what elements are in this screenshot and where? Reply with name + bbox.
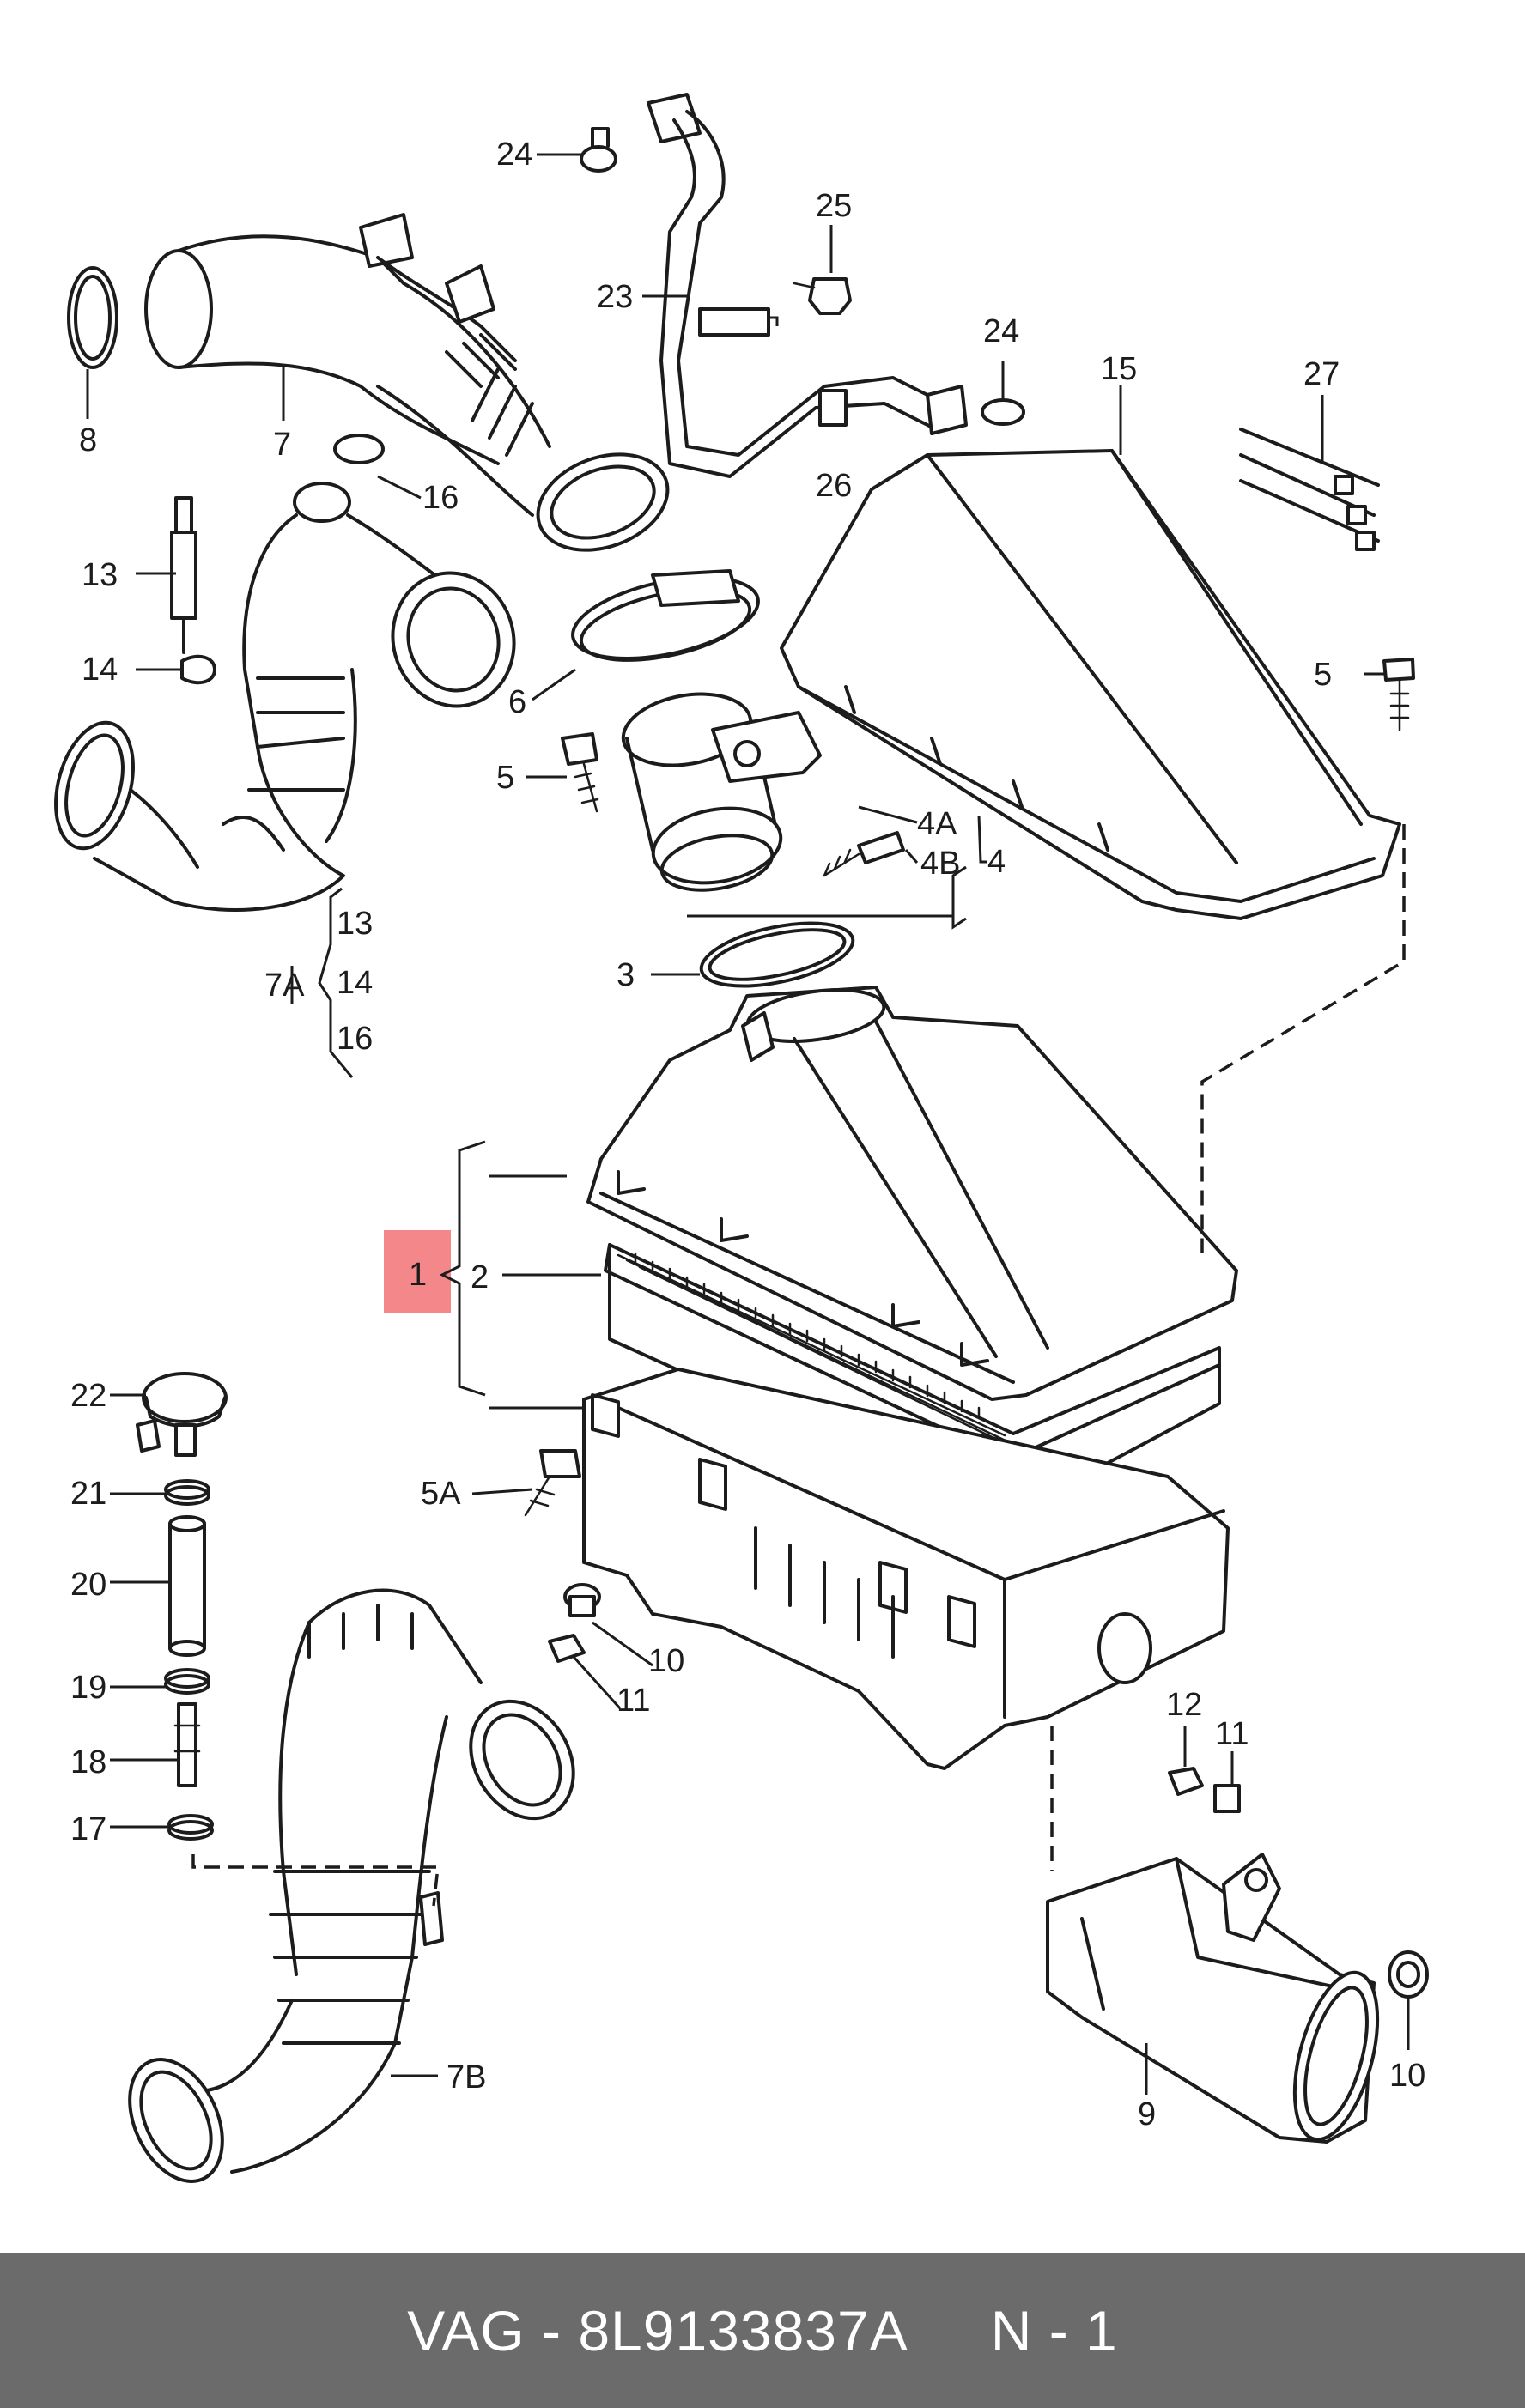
callout-22: 22 (70, 1378, 106, 1414)
part-7-intake-hose (144, 213, 670, 552)
callout-11-right: 11 (1215, 1716, 1249, 1752)
callout-20: 20 (70, 1567, 106, 1603)
callout-4: 4 (987, 844, 1006, 880)
callout-1-highlight (384, 1230, 451, 1313)
part-27-cable-ties (1239, 428, 1380, 551)
part-11-nut-lower (548, 1634, 586, 1663)
callout-4b: 4B (920, 846, 960, 882)
callout-7a-16: 16 (337, 1021, 373, 1057)
assembly-line-hose (191, 1854, 440, 1907)
part-5-screw-left (561, 732, 599, 813)
part-21-clamp (164, 1479, 210, 1506)
callout-5-right: 5 (1314, 657, 1332, 693)
callout-7b: 7B (447, 2059, 486, 2096)
part-9-resonator (1046, 1853, 1380, 2144)
callout-23: 23 (597, 279, 633, 315)
part-5-screw-right (1382, 658, 1415, 731)
part-15-filter-cover (780, 449, 1401, 920)
callout-18: 18 (70, 1744, 106, 1780)
callout-24-right: 24 (983, 313, 1019, 349)
part-10-grommet (1388, 1950, 1429, 1999)
leader-lines (86, 153, 1410, 2095)
callout-1: 1 (409, 1257, 427, 1293)
callout-27: 27 (1303, 356, 1340, 392)
callout-6: 6 (508, 684, 526, 720)
part-6-hose-clamp (571, 569, 760, 662)
quantity-label: N - 1 (990, 2299, 1118, 2363)
part-8-o-ring (67, 266, 118, 369)
callout-25: 25 (816, 188, 852, 224)
callout-14: 14 (82, 652, 118, 688)
parts-diagram: 24 25 23 24 26 15 27 8 7 16 13 14 6 5 5 … (54, 93, 1429, 2183)
callout-15: 15 (1101, 351, 1137, 387)
part-24-clip-right (981, 398, 1025, 426)
part-17-clamp (167, 1814, 214, 1841)
part-7b-intake-hose (128, 1588, 575, 2183)
callout-9: 9 (1138, 2096, 1156, 2132)
part-1-filter-housing-lower (582, 1368, 1230, 1770)
part-7a-intake-elbow (54, 482, 516, 912)
callout-2: 2 (471, 1259, 489, 1295)
part-3-o-ring-inner (708, 928, 847, 981)
part-14-clip (180, 654, 216, 685)
callout-24-upper: 24 (496, 136, 532, 173)
part-4-air-flow-meter (621, 692, 822, 892)
part-19-clamp (164, 1668, 210, 1695)
part-26-clip (818, 389, 848, 427)
part-number-footer: VAG - 8L9133837A N - 1 (0, 2253, 1525, 2408)
part-22-valve (136, 1372, 228, 1457)
part-5a-screw (524, 1449, 581, 1517)
callout-12: 12 (1166, 1687, 1202, 1723)
callout-5-left: 5 (496, 760, 514, 796)
callout-11-lower: 11 (617, 1683, 650, 1719)
callout-10-right: 10 (1389, 2058, 1425, 2094)
callout-3: 3 (617, 957, 635, 993)
callout-10-lower: 10 (648, 1643, 684, 1679)
callout-4a: 4A (917, 806, 957, 842)
callout-7: 7 (273, 427, 291, 463)
part-23-breather-hose (647, 93, 968, 478)
callout-13: 13 (82, 557, 118, 593)
part-12-nut (1168, 1767, 1204, 1796)
callout-7a-13: 13 (337, 906, 373, 942)
part-25-bolt (793, 277, 852, 315)
part-10-grommet-lower (563, 1583, 601, 1617)
part-13-connector (170, 496, 197, 654)
callout-21: 21 (70, 1476, 106, 1512)
part-3-o-ring (699, 921, 855, 988)
callout-19: 19 (70, 1670, 106, 1706)
part-4b-screw (823, 831, 905, 877)
part-18-connector (173, 1702, 201, 1787)
part-1-filter-housing-upper (586, 986, 1238, 1401)
callout-17: 17 (70, 1811, 106, 1847)
part-11-spacer (1213, 1784, 1241, 1813)
callout-5a: 5A (421, 1476, 461, 1512)
callout-7a: 7A (264, 967, 305, 1004)
part-16-seal (333, 434, 385, 464)
callout-8: 8 (79, 422, 97, 458)
callout-26: 26 (816, 468, 852, 504)
callout-7a-14: 14 (337, 965, 373, 1001)
part-number-label: VAG - 8L9133837A (407, 2299, 908, 2363)
brace-lines (318, 865, 967, 1397)
callout-16: 16 (422, 480, 459, 516)
assembly-line-cover (1200, 824, 1406, 1253)
part-20-hose (168, 1515, 206, 1657)
part-24-clip-upper (580, 127, 617, 173)
